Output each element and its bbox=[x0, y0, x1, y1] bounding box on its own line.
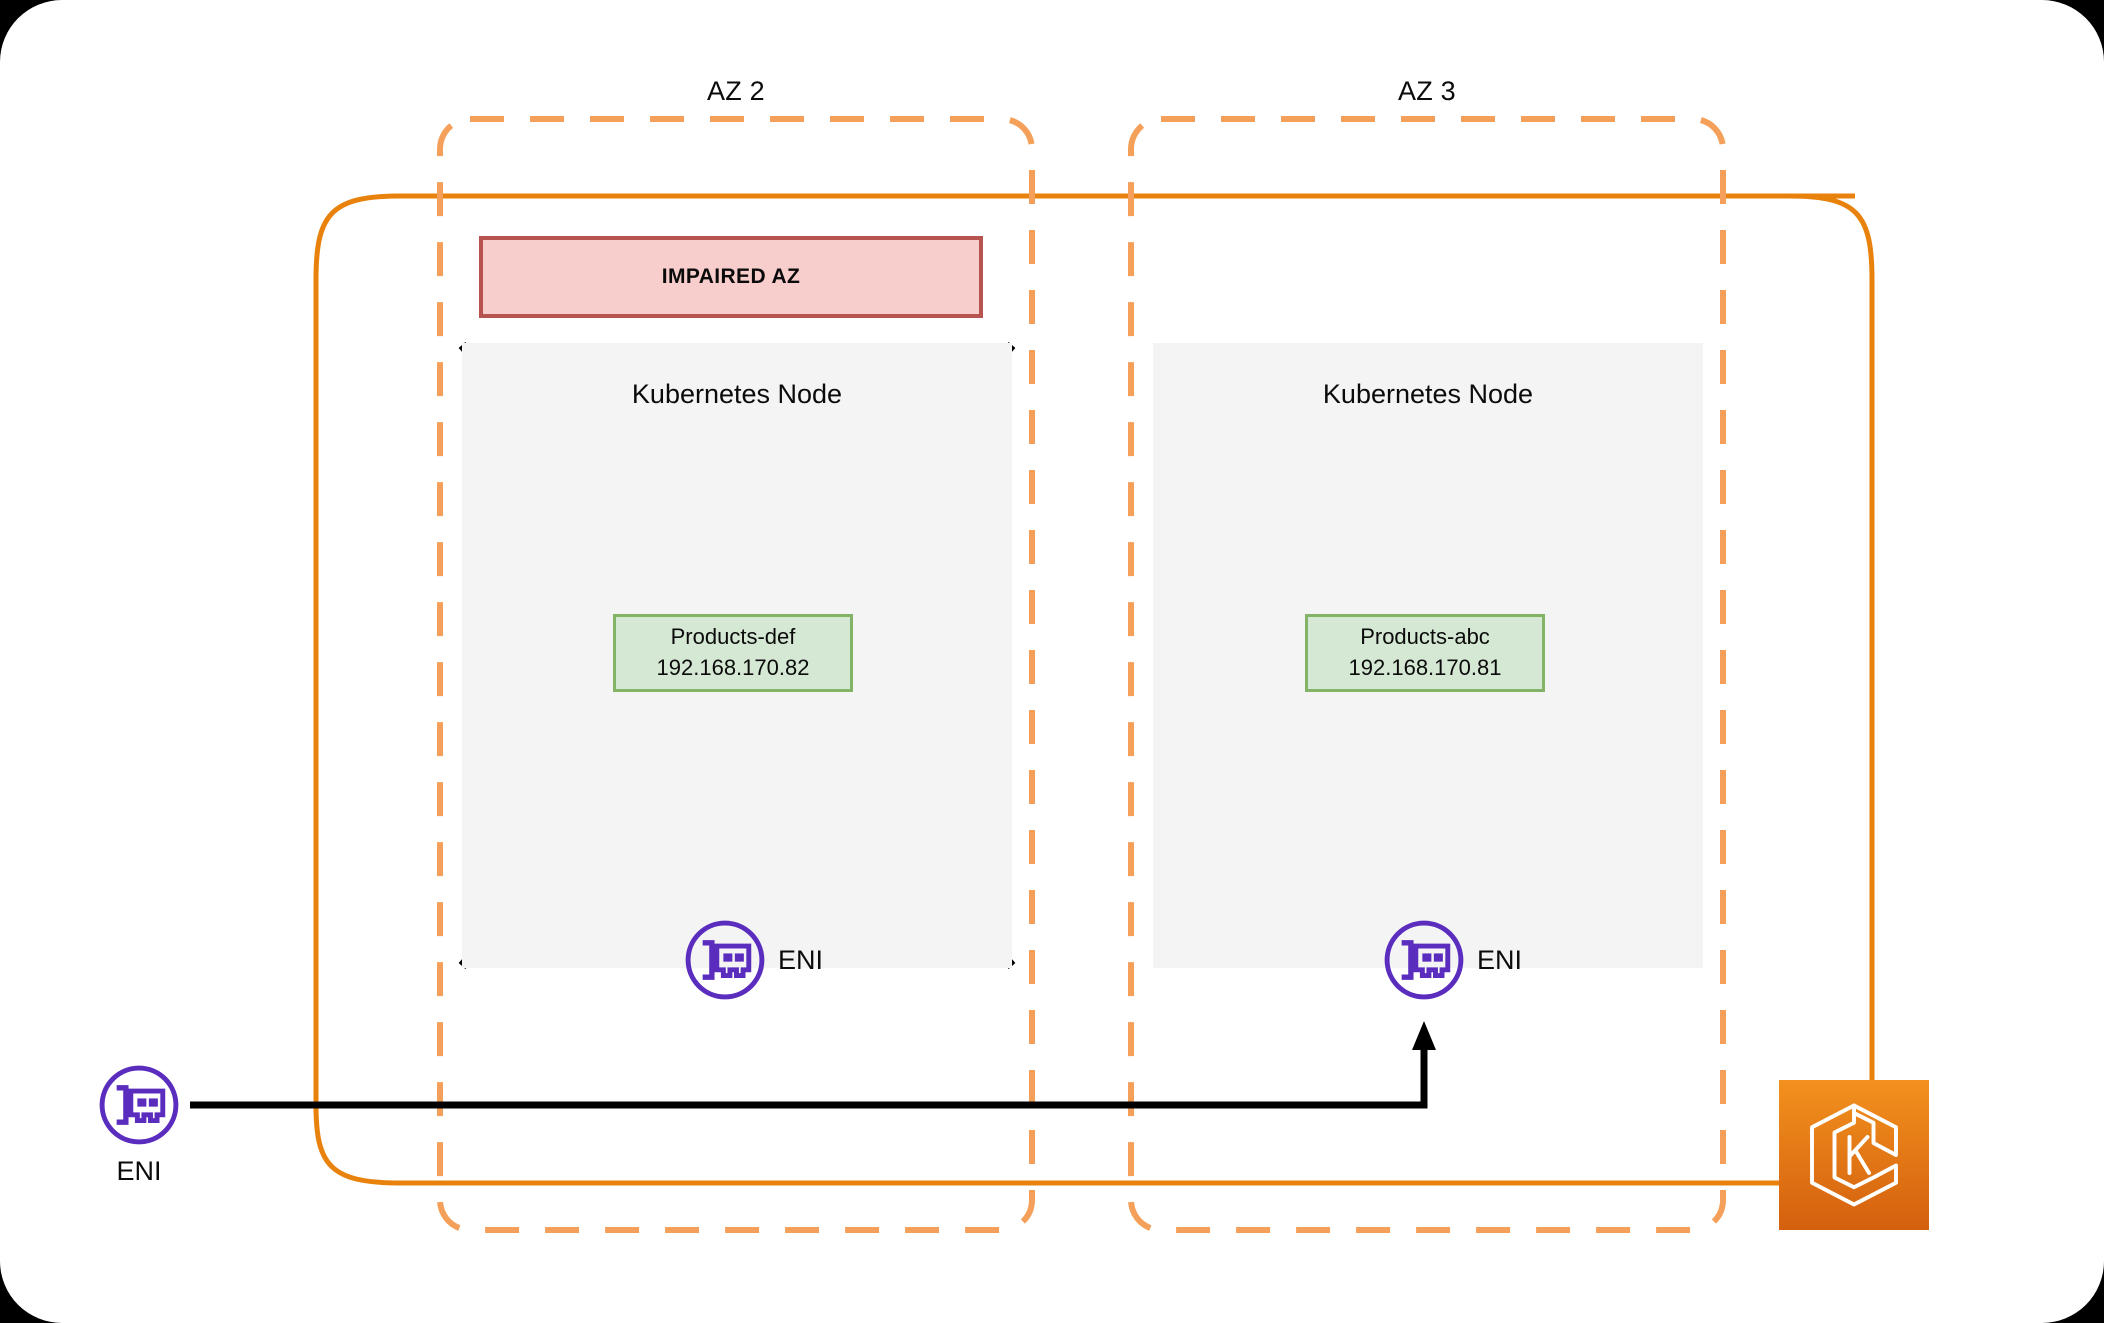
eni-network-card-icon bbox=[99, 1065, 179, 1145]
external-eni[interactable]: ENI bbox=[98, 1064, 180, 1187]
eni-network-card-icon bbox=[685, 920, 765, 1000]
az3-label: AZ 3 bbox=[1398, 76, 1456, 106]
az3-pod-products-abc[interactable]: Products-abc 192.168.170.81 bbox=[1305, 614, 1545, 692]
eni-network-card-icon bbox=[1384, 920, 1464, 1000]
az3-pod-ip: 192.168.170.81 bbox=[1348, 655, 1502, 680]
az3-eni[interactable]: ENI bbox=[1383, 919, 1522, 1001]
az2-label: AZ 2 bbox=[707, 76, 765, 106]
az3-node-title: Kubernetes Node bbox=[1322, 379, 1534, 409]
az2-pod-name: Products-def bbox=[670, 624, 796, 650]
external-eni-label: ENI bbox=[116, 1156, 162, 1186]
az2-node-title: Kubernetes Node bbox=[631, 379, 843, 409]
az3-eni-label: ENI bbox=[1477, 944, 1523, 975]
az2-eni-label: ENI bbox=[778, 944, 824, 975]
az2-pod-ip: 192.168.170.82 bbox=[656, 655, 810, 680]
az2-eni[interactable]: ENI bbox=[684, 919, 823, 1001]
impaired-az-banner: IMPAIRED AZ bbox=[479, 236, 983, 318]
az2-pod-products-def[interactable]: Products-def 192.168.170.82 bbox=[613, 614, 853, 692]
amazon-eks-icon[interactable] bbox=[1779, 1080, 1929, 1230]
az3-pod-name: Products-abc bbox=[1360, 624, 1490, 650]
impaired-az-label: IMPAIRED AZ bbox=[661, 265, 801, 288]
